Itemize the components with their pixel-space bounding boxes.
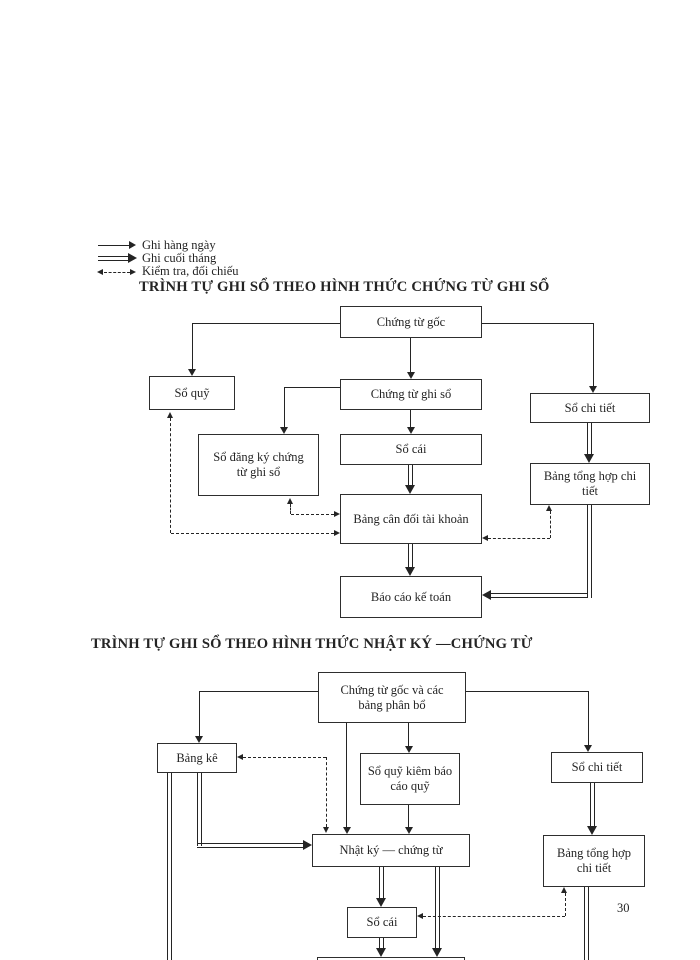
d1-arrowhead: [407, 372, 415, 379]
d1-box-bao-cao: Báo cáo kế toán: [340, 576, 482, 618]
d2-double-chitiet-to-tonghop: [590, 783, 595, 826]
d2-arrow-goc-to-bangke-h: [199, 691, 318, 693]
d2-arrow-goc-to-bangke-v: [199, 691, 201, 736]
d2-box-so-chi-tiet: Sổ chi tiết: [551, 752, 643, 783]
d1-dashed-arrowhead-up: [546, 505, 552, 511]
d1-double-arrowhead: [584, 454, 594, 463]
legend-solid-arrow-icon: [129, 241, 136, 249]
legend-solid-line: [98, 245, 129, 247]
d1-arrow-goc-to-ghiso: [410, 338, 412, 372]
d2-double-arrowhead: [587, 826, 597, 835]
d2-arrowhead: [405, 827, 413, 834]
d1-dashed-arrowhead-right: [334, 530, 340, 536]
d1-dashed-arrowhead-right: [334, 511, 340, 517]
d2-arrowhead: [195, 736, 203, 743]
d2-arrow-goc-to-soquy: [408, 723, 410, 746]
d2-arrow-goc-to-chitiet-h: [466, 691, 589, 693]
d2-double-bangke-to-nhatky: [197, 843, 303, 848]
d2-double-nhatky-to-socai: [379, 867, 384, 898]
d1-box-chung-tu-goc: Chứng từ gốc: [340, 306, 482, 338]
d1-dashed-arrowhead-left: [482, 535, 488, 541]
d2-arrow-goc-to-chitiet-v: [588, 691, 590, 745]
d2-double-arrowhead: [376, 898, 386, 907]
d1-arrowhead: [188, 369, 196, 376]
legend-label-daily: Ghi hàng ngày: [142, 238, 216, 252]
d2-box-nhat-ky: Nhật ký — chứng từ: [312, 834, 470, 867]
d1-dashed-tonghop-h: [488, 538, 550, 539]
d2-arrowhead: [405, 746, 413, 753]
legend-dashed-line: [104, 272, 130, 273]
d1-box-so-dang-ky: Sổ đăng ký chứng từ ghi sổ: [198, 434, 319, 496]
legend-dashed-left-arrow-icon: [97, 269, 103, 275]
d1-double-arrowhead: [405, 567, 415, 576]
d2-box-bang-tong-hop: Bảng tổng hợp chi tiết: [543, 835, 645, 887]
d2-double-nhatky-down: [435, 867, 440, 948]
legend-double-line: [98, 256, 128, 261]
d1-box-chung-tu-ghi-so: Chứng từ ghi sổ: [340, 379, 482, 410]
d1-dashed-soquy-v: [170, 418, 171, 533]
d1-arrow-goc-to-chitiet-v: [593, 323, 595, 386]
d2-arrowhead: [584, 745, 592, 752]
d2-dashed-socai-v: [565, 893, 566, 916]
d2-arrow-goc-to-nhatky: [346, 723, 348, 827]
d1-double-tonghop-to-baocao: [491, 593, 588, 598]
d1-box-bang-can-doi: Bảng cân đối tài khoản: [340, 494, 482, 544]
d1-arrow-goc-to-soquy-v: [192, 323, 194, 369]
d1-arrow-goc-to-chitiet-h: [482, 323, 594, 325]
d2-double-arrowhead: [376, 948, 386, 957]
legend-double-arrow-icon: [128, 253, 137, 263]
d2-double-bangke-v: [197, 773, 202, 846]
d1-arrowhead: [280, 427, 288, 434]
d2-double-arrowhead-right: [303, 840, 312, 850]
d2-arrowhead: [343, 827, 351, 834]
d2-arrow-soquy-to-nhatky: [408, 805, 410, 827]
d1-arrow-ghiso-to-socai: [410, 410, 412, 427]
d2-dashed-arrowhead-up: [561, 887, 567, 893]
d1-dashed-dangky-v: [290, 504, 291, 514]
d2-dashed-bangke-h: [243, 757, 326, 758]
d2-box-bang-ke: Bảng kê: [157, 743, 237, 773]
d1-double-arrowhead-left: [482, 590, 491, 600]
diagram2-title: TRÌNH TỰ GHI SỔ THEO HÌNH THỨC NHẬT KÝ —…: [91, 636, 533, 652]
legend-dashed-right-arrow-icon: [130, 269, 136, 275]
d2-double-tonghop-down-long: [584, 887, 589, 960]
d2-double-bangke-down-long: [167, 773, 172, 960]
d1-dashed-arrowhead-up: [167, 412, 173, 418]
d1-double-tonghop-down: [587, 505, 592, 598]
d2-box-so-cai: Sổ cái: [347, 907, 417, 938]
d2-dashed-arrowhead-down: [323, 827, 329, 833]
d2-dashed-arrowhead-left: [417, 913, 423, 919]
legend-label-month-end: Ghi cuối tháng: [142, 251, 217, 265]
d1-dashed-dangky-h: [291, 514, 334, 515]
d1-arrowhead: [407, 427, 415, 434]
d1-box-so-quy: Sổ quỹ: [149, 376, 235, 410]
d1-double-arrowhead: [405, 485, 415, 494]
d1-arrow-ghiso-to-dangky-h: [284, 387, 340, 389]
d1-box-so-cai: Sổ cái: [340, 434, 482, 465]
d2-dashed-socai-h: [423, 916, 565, 917]
d1-dashed-soquy-h: [171, 533, 334, 534]
d1-double-candoi-to-baocao: [408, 544, 413, 567]
legend-label-check: Kiểm tra, đối chiếu: [142, 264, 239, 278]
d1-dashed-arrowhead-up: [287, 498, 293, 504]
d2-dashed-arrowhead-left: [237, 754, 243, 760]
d1-dashed-tonghop-v: [550, 511, 551, 538]
d2-dashed-bangke-v: [326, 757, 327, 827]
d1-arrowhead: [589, 386, 597, 393]
diagram1-title: TRÌNH TỰ GHI SỔ THEO HÌNH THỨC CHỨNG TỪ …: [139, 279, 550, 295]
d1-arrow-ghiso-to-dangky-v: [284, 387, 286, 427]
d2-double-socai-down: [379, 938, 384, 948]
d2-box-so-quy-kiem: Sổ quỹ kiêm báo cáo quỹ: [360, 753, 460, 805]
d1-double-socai-to-candoi: [408, 465, 413, 485]
d1-box-so-chi-tiet: Sổ chi tiết: [530, 393, 650, 423]
page-number: 30: [617, 901, 630, 915]
d2-box-cut-bottom: [317, 957, 465, 960]
d2-box-chung-tu-goc-va: Chứng từ gốc và các bảng phân bổ: [318, 672, 466, 723]
d2-double-arrowhead: [432, 948, 442, 957]
d1-arrow-goc-to-soquy-h: [192, 323, 340, 325]
d1-double-chitiet-to-tonghop: [587, 423, 592, 454]
d1-box-bang-tong-hop: Bảng tổng hợp chi tiết: [530, 463, 650, 505]
